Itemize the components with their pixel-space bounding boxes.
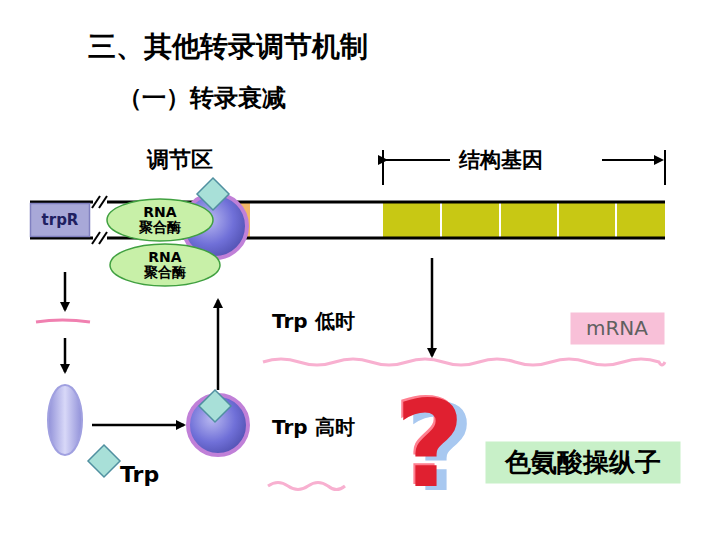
- trp-molecule: [199, 390, 231, 422]
- question-mark: ?: [395, 385, 465, 505]
- slide-title: 三、其他转录调节机制: [88, 28, 368, 66]
- mrna-box: mRNA: [570, 312, 665, 345]
- subtitle: （一）转录衰减: [118, 82, 286, 114]
- inactive-repressor: [48, 385, 82, 455]
- trpr-mrna: [36, 320, 90, 322]
- dna-segments: [30, 196, 665, 244]
- node-text: trpR: [42, 212, 79, 229]
- trp-molecule: [197, 178, 229, 210]
- node-text: RNA聚合酶: [137, 205, 183, 236]
- operon-box: 色氨酸操纵子: [485, 441, 681, 484]
- gene-box: trpR: [30, 203, 90, 237]
- trp-mrna-long: [263, 359, 665, 365]
- polymerase-ellipse: RNA聚合酶: [106, 198, 214, 242]
- node-text: 色氨酸操纵子: [505, 448, 661, 477]
- flow-arrows: [65, 258, 432, 425]
- node-text: RNA聚合酶: [142, 250, 188, 281]
- region-label: 结构基因: [456, 146, 546, 174]
- trp-mrna-short: [268, 483, 345, 490]
- molecule-label: Trp: [120, 462, 159, 487]
- node-text: mRNA: [586, 317, 648, 339]
- polymerase-ellipse: RNA聚合酶: [109, 243, 221, 287]
- condition-label: Trp 低时: [272, 308, 355, 335]
- condition-label: Trp 高时: [272, 414, 355, 441]
- region-label: 调节区: [147, 145, 213, 175]
- trp-molecule: [88, 445, 120, 477]
